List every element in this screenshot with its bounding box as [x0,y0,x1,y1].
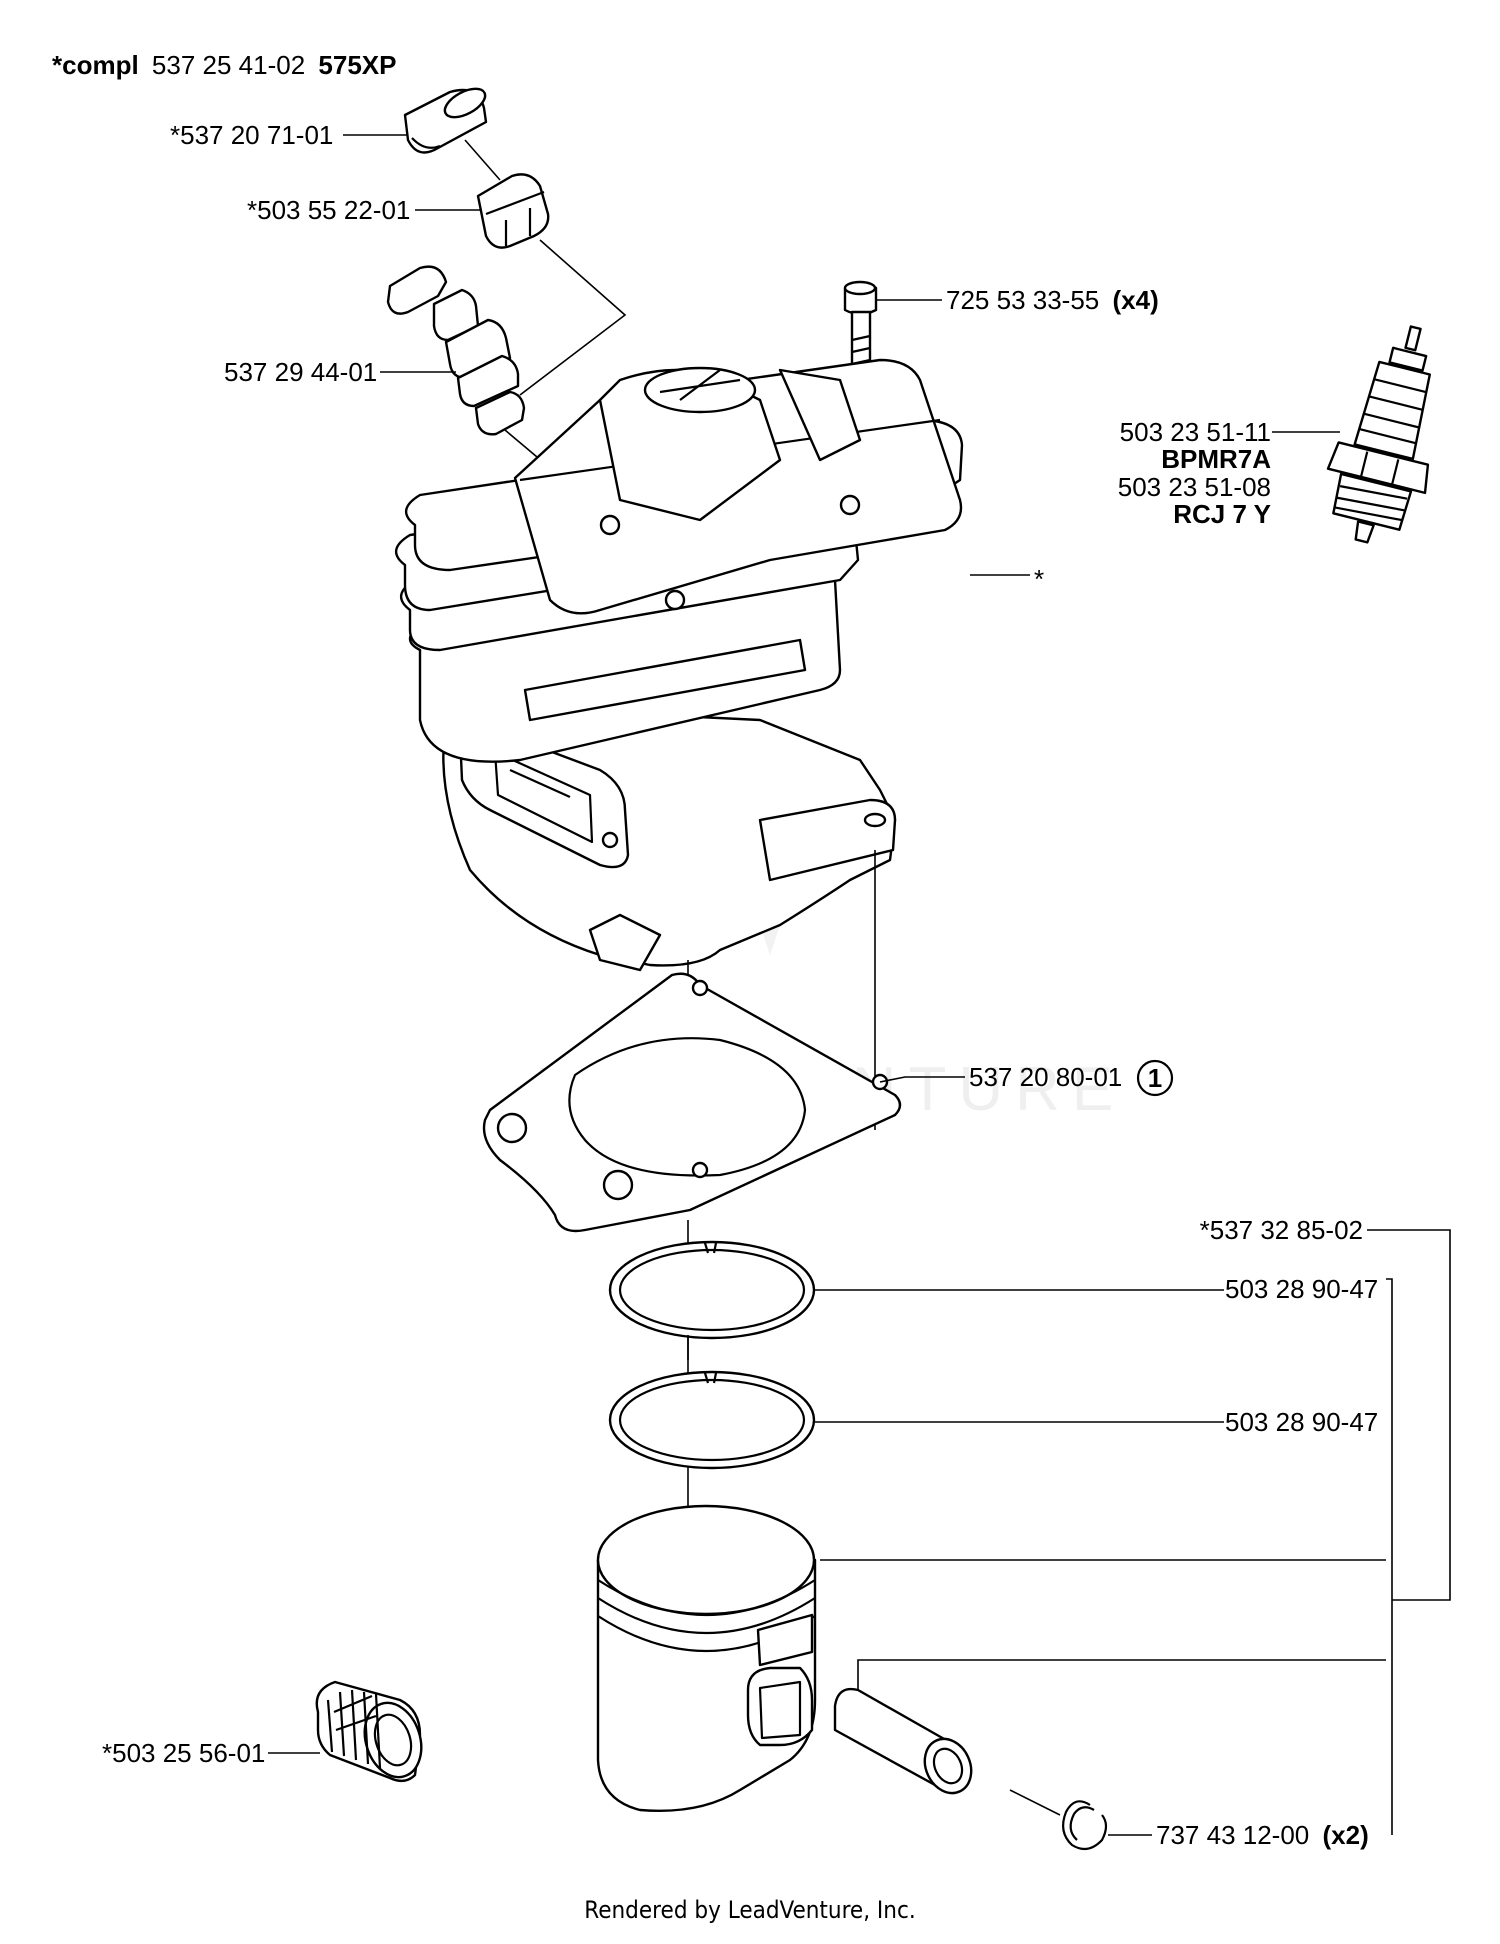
wrist-pin-part[interactable] [833,1687,980,1801]
decompression-valve-part[interactable] [386,265,526,436]
cylinder-gasket-part[interactable] [482,972,902,1233]
bolt-quantity: (x4) [1112,285,1158,315]
part-label-bearing: *503 25 56-01 [102,1738,265,1768]
kit-header: *compl 537 25 41-02 575XP [52,50,396,80]
circlip-number: 737 43 12-00 [1156,1820,1309,1850]
piston-part[interactable] [596,1504,817,1813]
spark-plug-name-a: BPMR7A [1161,444,1271,474]
gasket-badge-number: 1 [1148,1063,1162,1093]
gasket-callout-badge: 1 [1136,1059,1174,1097]
part-label-air-cap: *537 20 71-01 [170,120,333,150]
circlip-part[interactable] [1061,1800,1108,1851]
part-label-ring-2: 503 28 90-47 [1225,1407,1378,1437]
bolt-number: 725 53 33-55 [946,285,1099,315]
kit-header-number: 537 25 41-02 [152,50,305,80]
part-label-bolt: 725 53 33-55 (x4) [946,285,1159,315]
part-label-gasket: 537 20 80-01 [969,1062,1122,1092]
part-label-nut: *503 55 22-01 [247,195,410,225]
part-label-piston-kit: *537 32 85-02 [1200,1215,1363,1245]
part-label-cylinder-star: * [1034,564,1044,594]
air-cap-part[interactable] [403,83,490,154]
kit-header-model: 575XP [318,50,396,80]
piston-ring-1-part[interactable] [608,1240,816,1340]
spark-plug-name-b: RCJ 7 Y [1173,499,1271,529]
circlip-quantity: (x2) [1322,1820,1368,1850]
spark-plug-number-b: 503 23 51-08 [1118,472,1271,502]
part-label-ring-1: 503 28 90-47 [1225,1274,1378,1304]
spark-plug-part[interactable] [1313,315,1463,553]
nut-part[interactable] [476,173,550,249]
part-label-decompression-valve: 537 29 44-01 [224,357,377,387]
piston-ring-2-part[interactable] [608,1370,816,1470]
part-label-circlip: 737 43 12-00 (x2) [1156,1820,1369,1850]
footer-credit: Rendered by LeadVenture, Inc. [584,1896,915,1924]
spark-plug-number-a: 503 23 51-11 [1120,417,1271,447]
needle-bearing-part[interactable] [315,1680,431,1784]
kit-header-prefix: *compl [52,50,139,80]
cylinder-part[interactable] [395,358,964,972]
